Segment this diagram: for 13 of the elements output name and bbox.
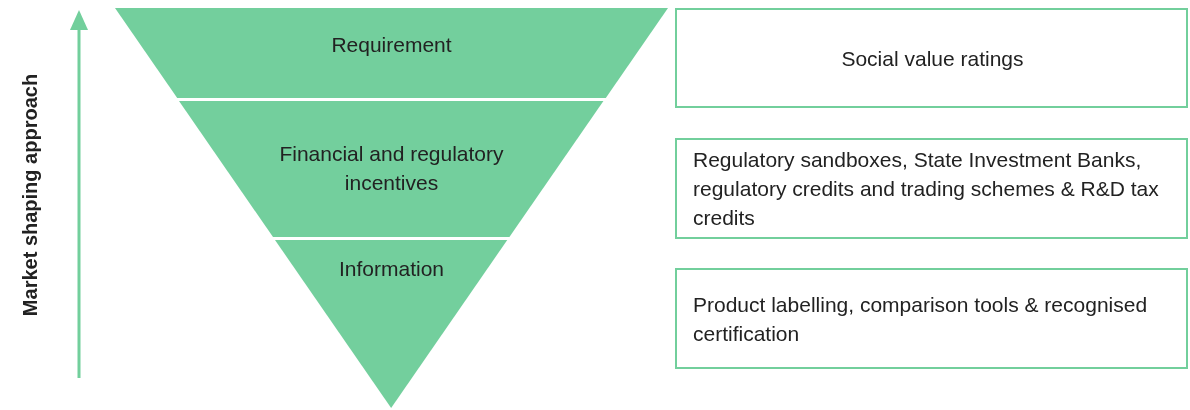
text-box [675, 8, 1188, 108]
box-text: Social value ratings [841, 45, 1024, 72]
box-text: Regulatory sandboxes, State Investment Banks, regulatory credits and trading schemes & R&D tax credits [693, 147, 1160, 231]
text-box [675, 268, 1188, 369]
funnel-band [275, 240, 508, 408]
funnel-band [115, 8, 668, 98]
funnel-band [179, 101, 604, 237]
band-label: Requirement [330, 32, 453, 58]
text-box [675, 138, 1188, 239]
axis-label: Market shaping approach [18, 72, 42, 319]
box-text: Product labelling, comparison tools & recognised certification [693, 291, 1149, 347]
band-label: Information [337, 256, 445, 282]
band-label: Financial and regulatory incentives [278, 141, 505, 196]
